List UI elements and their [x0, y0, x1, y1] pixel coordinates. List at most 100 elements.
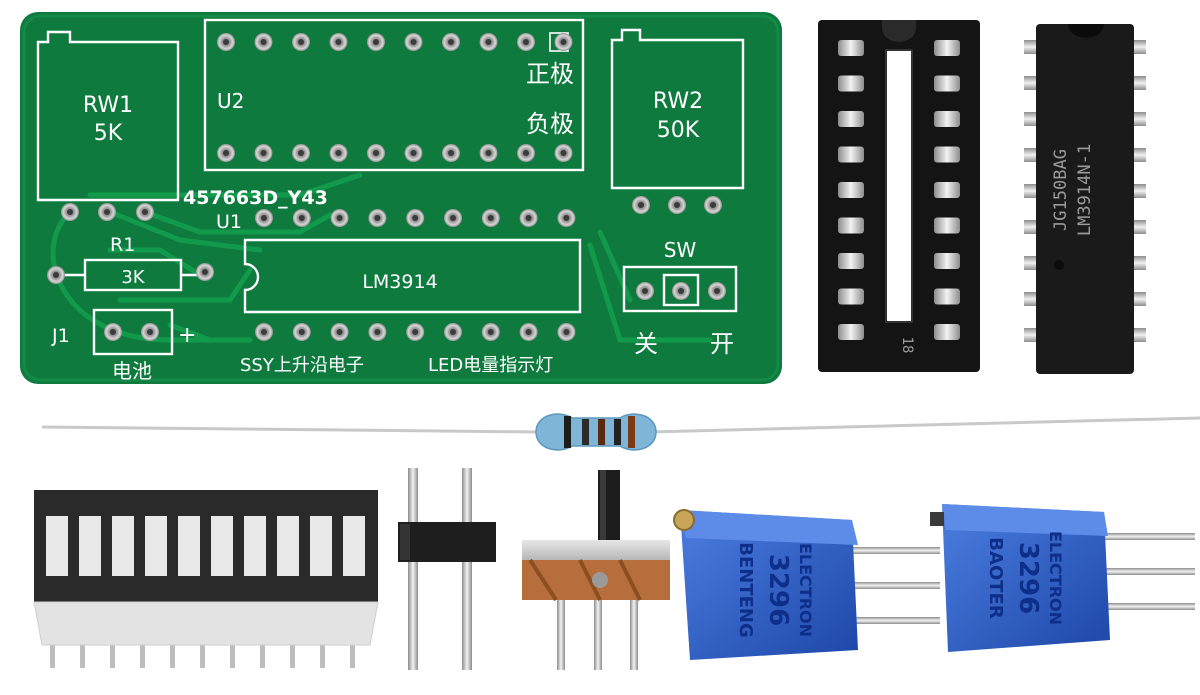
r1-label: R1: [110, 234, 135, 256]
led-pin: [50, 640, 55, 668]
pad-hole: [674, 202, 680, 208]
pad-hole: [638, 202, 644, 208]
on-label: 开: [710, 330, 734, 358]
led-pin: [80, 640, 85, 668]
led-pin: [170, 640, 175, 668]
pad-hole: [373, 39, 379, 45]
u1-footprint: LM3914: [243, 238, 582, 314]
socket-contact: [934, 324, 960, 340]
led-segment: [145, 516, 167, 576]
pad-hole: [67, 209, 73, 215]
trimmer-pot-right: BAOTER 3296 ELECTRON: [930, 504, 1195, 652]
led-segment: [277, 516, 299, 576]
led-pin: [320, 640, 325, 668]
battery-label: 电池: [112, 359, 152, 383]
led-segment: [244, 516, 266, 576]
pad-hole: [374, 329, 381, 335]
plus-label: +: [178, 323, 196, 348]
led-segment: [310, 516, 332, 576]
rw1-footprint: RW1 5K: [36, 30, 180, 202]
socket-mark: 18: [899, 337, 915, 354]
pad-hole: [523, 39, 529, 45]
socket-contact: [934, 40, 960, 56]
socket-contact: [934, 75, 960, 92]
off-label: 关: [634, 330, 658, 358]
pad-hole: [448, 150, 454, 156]
pad-hole: [485, 150, 492, 156]
pad-hole: [260, 150, 267, 156]
socket-contact: [934, 111, 960, 127]
socket-contact: [838, 253, 864, 269]
board-code: 457663D_Y43: [183, 187, 328, 209]
socket-contact: [934, 253, 960, 269]
socket-contact: [934, 146, 960, 163]
pad-hole: [147, 329, 153, 335]
pad-hole: [298, 215, 305, 221]
led-pin: [230, 640, 235, 668]
led-pin: [290, 640, 295, 668]
socket-contact: [838, 182, 864, 198]
led-segment: [112, 516, 134, 576]
socket-contact: [838, 111, 864, 127]
socket-contact: [934, 217, 960, 234]
pot-right-line3: ELECTRON: [1046, 531, 1065, 625]
pad-hole: [450, 215, 456, 221]
pad-hole: [523, 150, 529, 156]
pad-hole: [373, 150, 379, 156]
pad-hole: [560, 39, 567, 45]
pad-hole: [485, 39, 492, 45]
pcb-board: RW1 5K U2 正极 负极 RW2 50K 457663D_Y43 U1 L…: [20, 12, 782, 384]
rw2-footprint: RW2 50K: [610, 28, 745, 190]
socket-contact: [838, 146, 864, 163]
u2-footprint: U2 正极 负极: [203, 18, 585, 172]
u2-label: U2: [217, 89, 244, 113]
led-segments: [46, 516, 365, 576]
lm3914-ic: JG150BAG LM3914N-1: [1024, 24, 1146, 374]
pad-hole: [335, 39, 342, 45]
pot-right-line2: 3296: [1013, 542, 1043, 614]
socket-contact: [934, 288, 960, 305]
pad-hole: [678, 288, 684, 294]
led-segment: [178, 516, 200, 576]
pad-hole: [260, 39, 267, 45]
positive-label: 正极: [526, 60, 574, 88]
pad-hole: [487, 215, 494, 221]
sw-footprint: SW 关 开: [622, 238, 738, 358]
pad-hole: [410, 150, 417, 156]
pad-hole: [53, 272, 59, 278]
socket-contact: [838, 288, 864, 305]
pad-hole: [223, 39, 229, 45]
slide-switch: [522, 470, 670, 670]
pad-hole: [563, 215, 570, 221]
socket-contacts: [838, 40, 960, 340]
ic-marking-line2: LM3914N-1: [1075, 144, 1095, 236]
j1-footprint: J1 + 电池: [51, 308, 196, 383]
socket-contact: [838, 40, 864, 56]
led-segment: [343, 516, 365, 576]
led-pin: [200, 640, 205, 668]
product-label: LED电量指示灯: [428, 355, 553, 376]
pad-hole: [642, 288, 648, 294]
pad-hole: [525, 215, 532, 221]
pad-hole: [202, 269, 208, 275]
pad-hole: [525, 329, 532, 335]
sw-label: SW: [664, 238, 697, 262]
pad-hole: [261, 215, 267, 221]
u1-label: U1: [216, 211, 242, 233]
pad-hole: [374, 215, 381, 221]
ic-marking-line1: JG150BAG: [1051, 149, 1071, 231]
led-pin: [140, 640, 145, 668]
pad-hole: [710, 202, 716, 208]
pad-hole: [142, 209, 148, 215]
pad-hole: [450, 329, 456, 335]
led-pin: [110, 640, 115, 668]
led-segment: [46, 516, 68, 576]
pad-hole: [487, 329, 494, 335]
brand-label: SSY上升沿电子: [240, 355, 364, 376]
socket-contact: [838, 217, 864, 234]
solder-pads: [47, 33, 726, 341]
led-pins: [50, 640, 355, 668]
pot-left-line1: BENTENG: [735, 542, 756, 638]
chip-label: LM3914: [362, 271, 437, 293]
